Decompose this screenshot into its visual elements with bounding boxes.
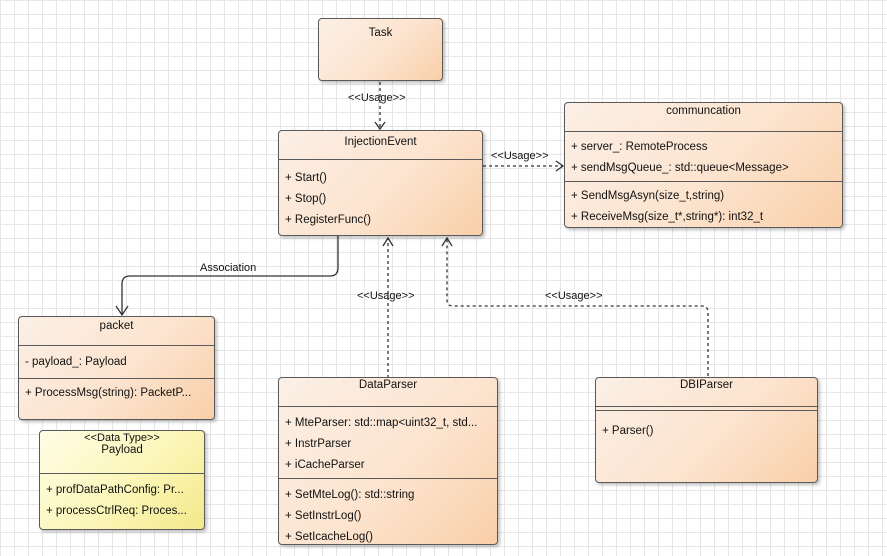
operation-row[interactable]: + ReceiveMsg(size_t*,string*): int32_t	[571, 211, 764, 223]
association-arrowhead	[115, 305, 129, 317]
attribute-row[interactable]: + sendMsgQueue_: std::queue<Message>	[571, 162, 789, 174]
operations-section: + SendMsgAsyn(size_t,string) + ReceiveMs…	[565, 181, 842, 227]
association-edge[interactable]	[121, 236, 339, 315]
operations-section: + ProcessMsg(string): PacketP...	[19, 378, 214, 406]
usage-arrowhead-dataparser	[382, 236, 394, 247]
association-label: Association	[200, 262, 257, 274]
class-communcation[interactable]: communcation + server_: RemoteProcess + …	[564, 102, 843, 228]
attribute-row[interactable]: + InstrParser	[285, 438, 352, 450]
usage-label-communcation: <<Usage>>	[491, 150, 549, 162]
attribute-row[interactable]: + processCtrlReq: Proces...	[46, 505, 187, 517]
operations-section: + SetMteLog(): std::string + SetInstrLog…	[279, 478, 497, 544]
operations-section: + Start() + Stop() + RegisterFunc()	[279, 159, 482, 233]
usage-arrowhead-dbiparser	[441, 236, 453, 247]
operation-row[interactable]: + ProcessMsg(string): PacketP...	[25, 387, 192, 399]
operations-section: + Parser()	[596, 410, 817, 444]
operation-row[interactable]: + Parser()	[602, 425, 654, 437]
attributes-section: + profDataPathConfig: Pr... + processCtr…	[40, 473, 204, 524]
class-name: InjectionEvent	[344, 136, 417, 148]
attribute-row[interactable]: + profDataPathConfig: Pr...	[46, 484, 184, 496]
usage-label-task: <<Usage>>	[348, 92, 406, 104]
attribute-row[interactable]: + MteParser: std::map<uint32_t, std...	[285, 417, 478, 429]
operation-row[interactable]: + Stop()	[285, 193, 327, 205]
datatype-payload[interactable]: <<Data Type>> Payload + profDataPathConf…	[39, 430, 205, 530]
operation-row[interactable]: + SendMsgAsyn(size_t,string)	[571, 190, 725, 202]
operation-row[interactable]: + SetMteLog(): std::string	[285, 489, 415, 501]
class-data-parser[interactable]: DataParser + MteParser: std::map<uint32_…	[278, 377, 498, 545]
attribute-row[interactable]: + server_: RemoteProcess	[571, 141, 708, 153]
class-name: DBIParser	[679, 379, 734, 391]
class-dbi-parser[interactable]: DBIParser + Parser()	[595, 377, 818, 483]
attribute-row[interactable]: - payload_: Payload	[25, 356, 127, 368]
operation-row[interactable]: + Start()	[285, 172, 327, 184]
class-header: <<Data Type>> Payload	[40, 431, 204, 473]
attributes-section: + server_: RemoteProcess + sendMsgQueue_…	[565, 131, 842, 181]
usage-arrowhead-communcation	[555, 160, 565, 172]
class-name: DataParser	[358, 379, 418, 391]
usage-label-dataparser: <<Usage>>	[357, 290, 415, 302]
attributes-section: + MteParser: std::map<uint32_t, std... +…	[279, 406, 497, 478]
stereotype-label: <<Data Type>>	[84, 432, 160, 444]
class-name: communcation	[666, 105, 741, 117]
class-name: Task	[368, 27, 393, 39]
class-name: Payload	[101, 444, 143, 456]
attribute-row[interactable]: + iCacheParser	[285, 459, 365, 471]
class-task[interactable]: Task	[318, 18, 443, 81]
operation-row[interactable]: + SetIcacheLog()	[285, 531, 373, 543]
usage-edge-dbiparser[interactable]	[446, 239, 709, 376]
operation-row[interactable]: + RegisterFunc()	[285, 214, 371, 226]
class-packet[interactable]: packet - payload_: Payload + ProcessMsg(…	[18, 316, 215, 420]
class-name: packet	[99, 320, 134, 332]
attributes-section: - payload_: Payload	[19, 345, 214, 378]
usage-arrowhead-task	[374, 121, 386, 131]
attributes-section	[596, 406, 817, 410]
class-injection-event[interactable]: InjectionEvent + Start() + Stop() + Regi…	[278, 130, 483, 236]
usage-label-dbiparser: <<Usage>>	[545, 290, 603, 302]
operation-row[interactable]: + SetInstrLog()	[285, 510, 362, 522]
